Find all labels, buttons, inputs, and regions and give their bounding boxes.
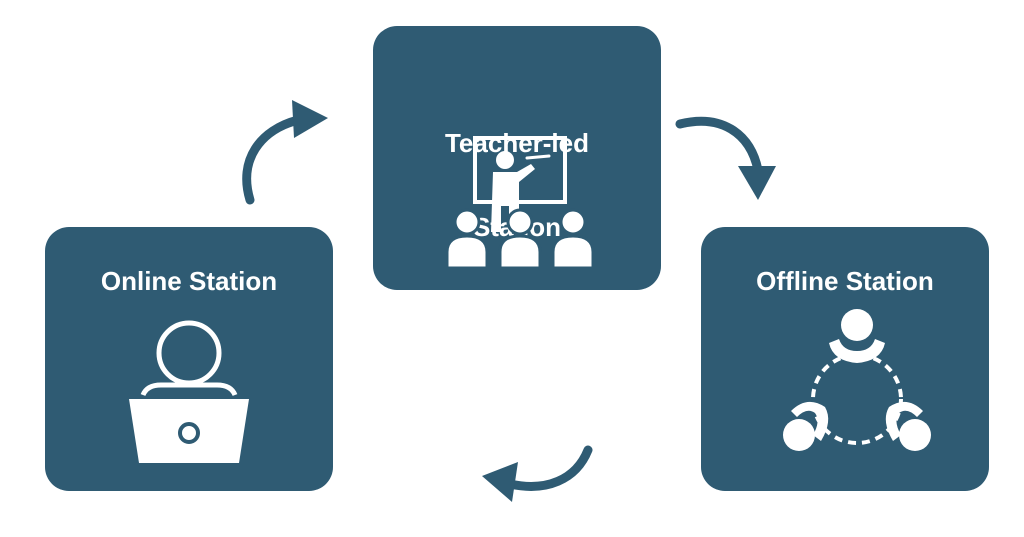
person-laptop-icon xyxy=(129,320,249,463)
online-station-box: Online Station xyxy=(45,227,333,491)
cycle-arrow-online-to-teacher-icon xyxy=(242,100,328,205)
offline-station-title: Offline Station xyxy=(756,266,934,296)
teacher-whiteboard-icon xyxy=(445,136,595,270)
teacher-led-station-box: Teacher-led Station xyxy=(373,26,661,290)
offline-station-box: Offline Station xyxy=(701,227,989,491)
group-collaboration-icon xyxy=(783,309,931,451)
cycle-arrow-teacher-to-offline-icon xyxy=(675,116,776,200)
cycle-arrow-offline-to-online-icon xyxy=(482,445,593,502)
online-station-title: Online Station xyxy=(100,266,278,296)
